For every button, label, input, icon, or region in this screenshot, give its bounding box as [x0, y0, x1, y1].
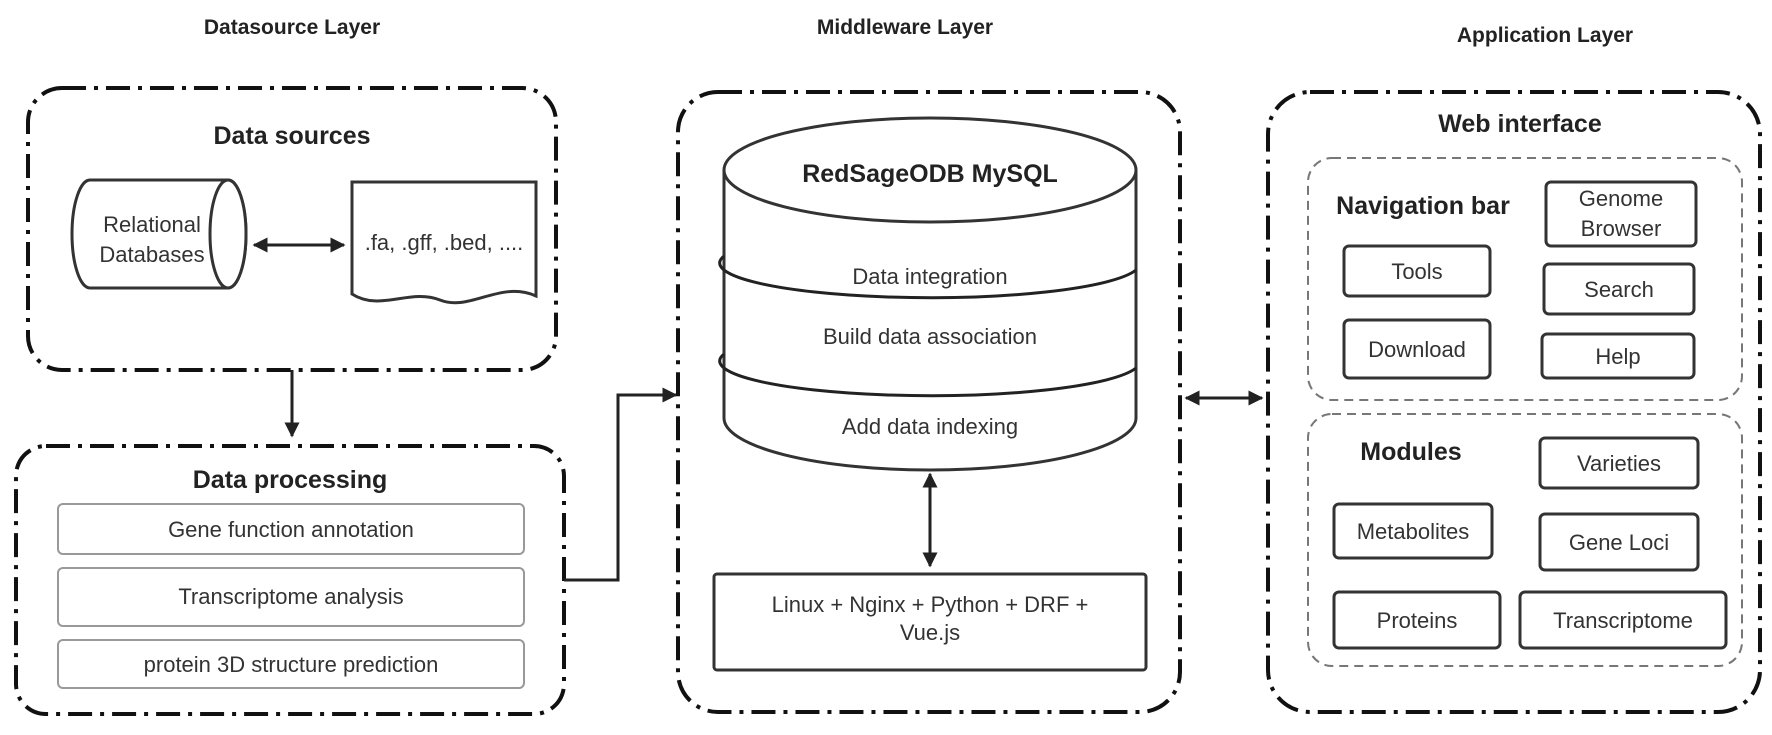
- proteins-button[interactable]: [1332, 590, 1502, 650]
- proteins-label: Proteins: [1377, 608, 1458, 633]
- transcriptome-button[interactable]: [1518, 590, 1728, 650]
- metabolites-label: Metabolites: [1357, 519, 1470, 544]
- modules-title: Modules: [1360, 438, 1461, 466]
- tools-button[interactable]: [1342, 244, 1492, 298]
- database-title: RedSageODB MySQL: [802, 160, 1058, 188]
- file-document-icon: [350, 180, 538, 305]
- processing-to-middleware-arrow: [564, 387, 678, 582]
- varieties-button[interactable]: [1538, 436, 1700, 490]
- search-button[interactable]: [1542, 262, 1696, 316]
- modules-panel: [1307, 413, 1743, 667]
- relational-db-label-1: Relational: [103, 212, 201, 237]
- download-button[interactable]: [1342, 318, 1492, 380]
- datasource-layer-label: Datasource Layer: [204, 16, 380, 39]
- application-layer-label: Application Layer: [1457, 24, 1633, 47]
- tools-label: Tools: [1391, 259, 1442, 284]
- middleware-layer-label: Middleware Layer: [817, 16, 993, 39]
- genome-browser-label-1: Genome: [1579, 186, 1663, 211]
- transcriptome-label: Transcriptome: [1553, 608, 1693, 633]
- metabolites-button[interactable]: [1332, 502, 1494, 560]
- step-data-indexing: Add data indexing: [842, 414, 1018, 439]
- relational-db-label-2: Databases: [99, 242, 204, 267]
- genome-browser-label-2: Browser: [1581, 216, 1662, 241]
- web-interface-title: Web interface: [1438, 110, 1602, 138]
- processing-item-2-box: [57, 567, 525, 627]
- processing-item-1-box: [57, 503, 525, 555]
- processing-item-3: protein 3D structure prediction: [144, 652, 439, 677]
- application-panel: [1266, 90, 1762, 714]
- help-label: Help: [1595, 344, 1640, 369]
- download-label: Download: [1368, 337, 1466, 362]
- gene-loci-label: Gene Loci: [1569, 530, 1669, 555]
- varieties-label: Varieties: [1577, 451, 1661, 476]
- tech-stack-box: [712, 572, 1148, 672]
- relational-database-icon: [70, 178, 248, 290]
- file-formats-label: .fa, .gff, .bed, ....: [365, 230, 524, 255]
- genome-browser-button[interactable]: [1544, 180, 1698, 248]
- tech-stack-line-1: Linux + Nginx + Python + DRF +: [772, 592, 1089, 617]
- step-data-integration: Data integration: [852, 264, 1007, 289]
- data-sources-title: Data sources: [213, 122, 370, 150]
- middleware-panel: [676, 90, 1182, 714]
- navigation-bar-panel: [1307, 157, 1743, 401]
- processing-item-3-box: [57, 639, 525, 689]
- data-processing-title: Data processing: [193, 466, 388, 494]
- help-button[interactable]: [1540, 332, 1696, 380]
- database-cylinder-icon: [718, 116, 1138, 472]
- step-data-association: Build data association: [823, 324, 1037, 349]
- navigation-bar-title: Navigation bar: [1336, 192, 1510, 220]
- processing-item-2: Transcriptome analysis: [178, 584, 403, 609]
- data-sources-panel: [26, 86, 558, 372]
- search-label: Search: [1584, 277, 1654, 302]
- processing-item-1: Gene function annotation: [168, 517, 414, 542]
- gene-loci-button[interactable]: [1538, 512, 1700, 572]
- tech-stack-line-2: Vue.js: [900, 620, 960, 645]
